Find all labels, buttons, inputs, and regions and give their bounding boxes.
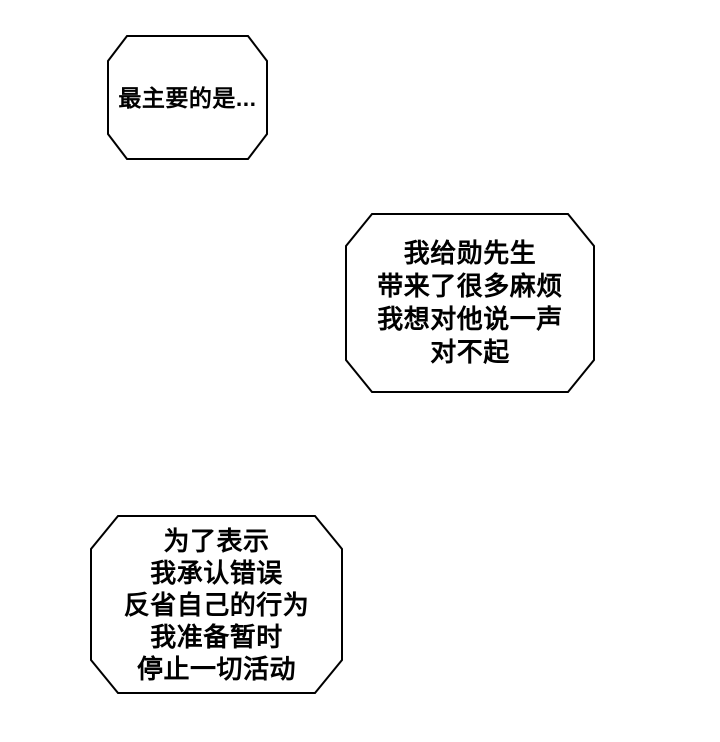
- bubble-text-line: 我承认错误: [150, 557, 283, 588]
- bubble-text-line: 我准备暂时: [150, 621, 283, 652]
- bubble-text-line: 带来了很多麻烦: [377, 271, 563, 301]
- speech-bubble-bottom-left: 为了表示 我承认错误 反省自己的行为 我准备暂时 停止一切活动: [90, 515, 343, 694]
- bubble-text: 我给勋先生 带来了很多麻烦 我想对他说一声 对不起: [345, 213, 595, 393]
- bubble-text-line: 反省自己的行为: [123, 589, 310, 620]
- octagon-bubble-outline: [107, 35, 268, 160]
- bubble-text: 最主要的是...: [107, 35, 268, 160]
- bubble-text-line: 我给勋先生: [403, 238, 537, 268]
- bubble-text: 为了表示 我承认错误 反省自己的行为 我准备暂时 停止一切活动: [90, 515, 343, 694]
- octagon-bubble-outline: [90, 515, 343, 694]
- bubble-text-line: 最主要的是...: [118, 84, 257, 111]
- bubble-text-line: 对不起: [430, 337, 510, 367]
- speech-bubble-top-left: 最主要的是...: [107, 35, 268, 160]
- speech-bubble-middle-right: 我给勋先生 带来了很多麻烦 我想对他说一声 对不起: [345, 213, 595, 393]
- octagon-bubble-outline: [345, 213, 595, 393]
- bubble-text-line: 为了表示: [163, 525, 270, 556]
- bubble-text-line: 停止一切活动: [136, 653, 296, 684]
- bubble-text-line: 我想对他说一声: [377, 304, 563, 334]
